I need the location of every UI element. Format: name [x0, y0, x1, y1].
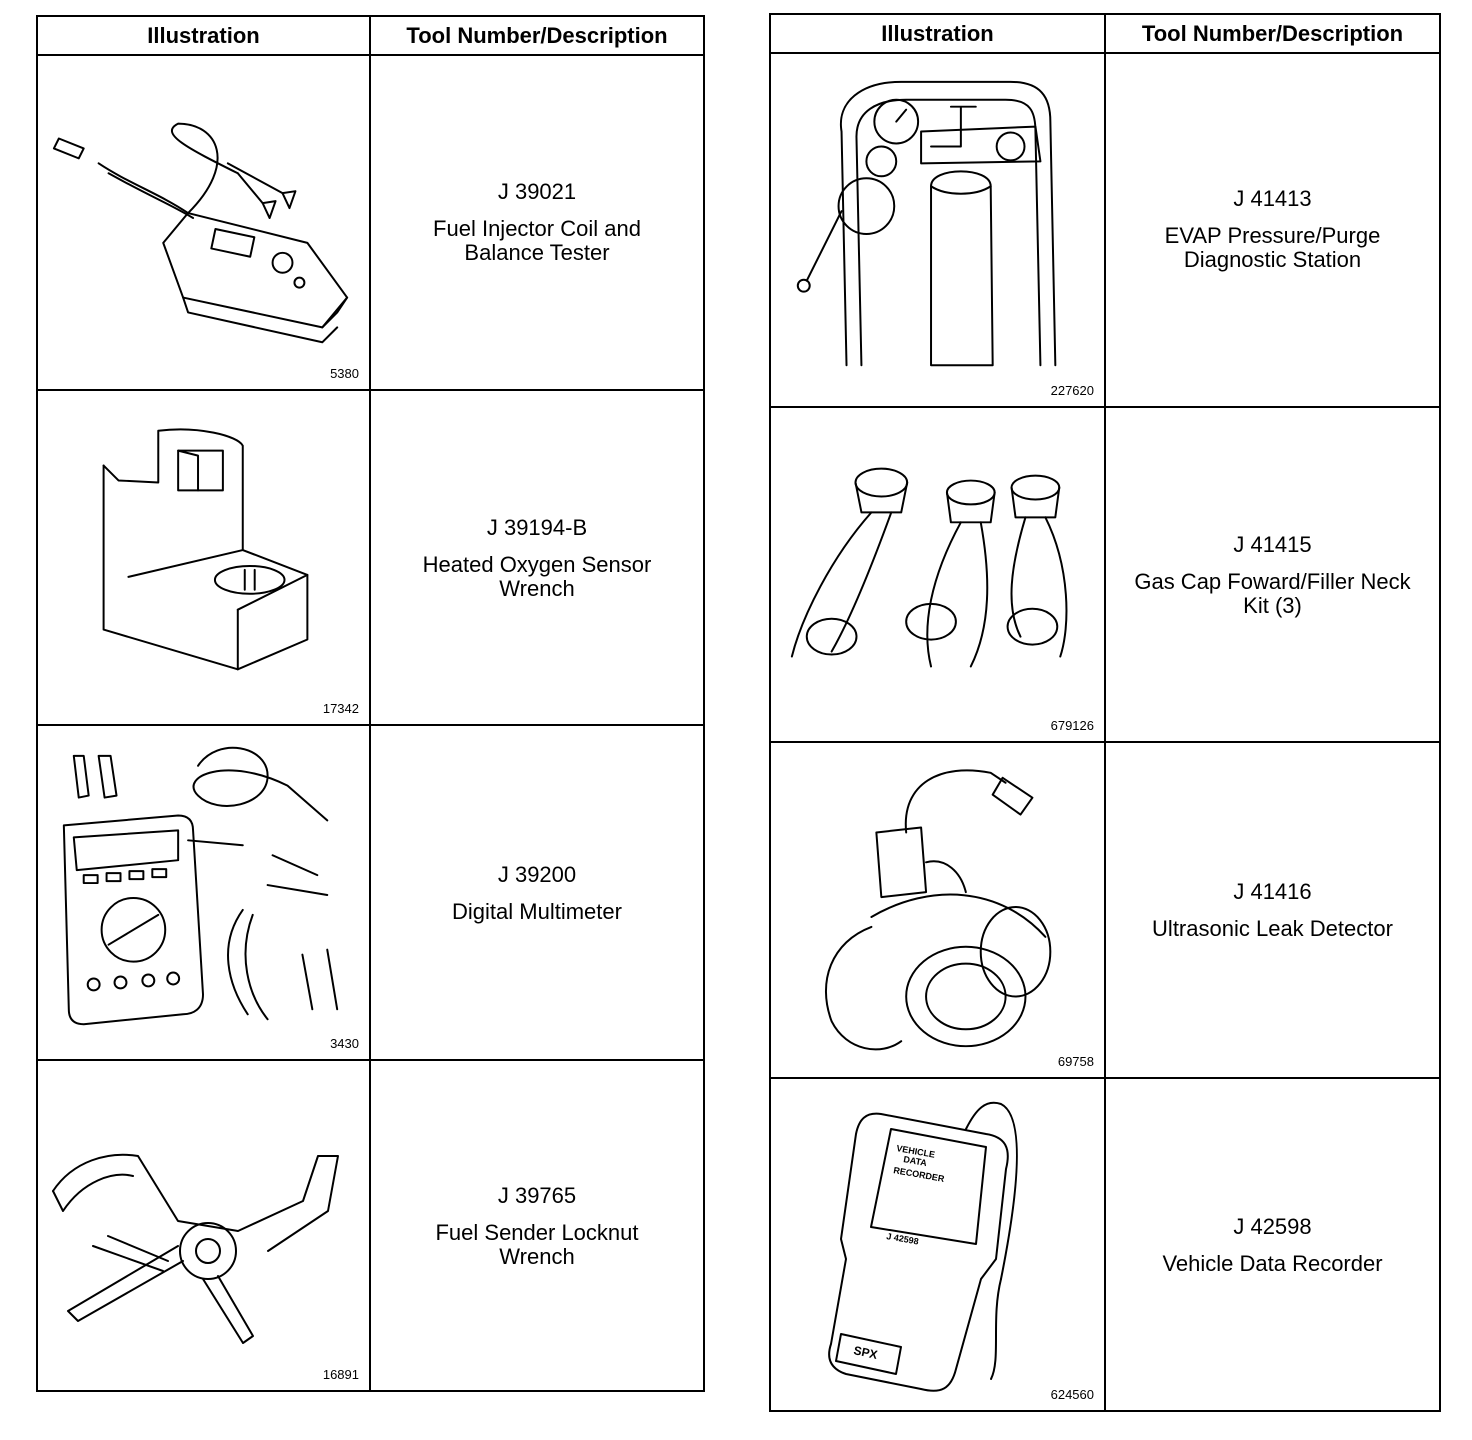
illustration-cell: VEHICLE DATA RECORDER J 42598 SPX 624560: [771, 1079, 1104, 1410]
description-cell: J 39765 Fuel Sender Locknut Wrench: [371, 1061, 703, 1390]
figure-number: 3430: [330, 1036, 359, 1051]
figure-number: 17342: [322, 701, 359, 716]
illustration-cell: 227620: [771, 52, 1104, 406]
header-illustration: Illustration: [881, 21, 994, 46]
locknut-wrench-illustration: [52, 1153, 339, 1344]
illustration-cell: 16891: [38, 1061, 369, 1390]
table-row: VEHICLE DATA RECORDER J 42598 SPX 624560…: [771, 1079, 1439, 1410]
tool-number: J 42598: [1233, 1213, 1312, 1239]
oxygen-sensor-wrench-illustration: [102, 428, 309, 671]
injector-tester-illustration: [52, 122, 349, 344]
table-row: 3430 J 39200 Digital Multimeter: [38, 726, 703, 1061]
tool-number: J 39200: [497, 861, 577, 887]
description-cell: J 39021 Fuel Injector Coil and Balance T…: [371, 54, 703, 389]
description-cell: J 41415 Gas Cap Foward/Filler Neck Kit (…: [1106, 408, 1439, 741]
table-row: 679126 J 41415 Gas Cap Foward/Filler Nec…: [771, 408, 1439, 743]
table-row: 16891 J 39765 Fuel Sender Locknut Wrench: [38, 1061, 703, 1390]
table-row: 5380 J 39021 Fuel Injector Coil and Bala…: [38, 54, 703, 391]
illustration-cell: 69758: [771, 743, 1104, 1077]
figure-number: 5380: [330, 366, 359, 381]
illustration-cell: 17342: [38, 391, 369, 724]
gas-cap-kit-illustration: [790, 467, 1068, 668]
description-cell: J 39200 Digital Multimeter: [371, 726, 703, 1059]
tool-name: Fuel Injector Coil and Balance Tester: [433, 215, 641, 265]
tool-number: J 41413: [1233, 186, 1312, 211]
table-row: 227620 J 41413 EVAP Pressure/Purge Diagn…: [771, 52, 1439, 408]
table-row: 69758 J 41416 Ultrasonic Leak Detector: [771, 743, 1439, 1079]
recorder-label-line2: DATA: [903, 1154, 929, 1168]
tool-number: J 39194-B: [486, 514, 588, 540]
recorder-label-line3: RECORDER: [893, 1165, 946, 1184]
column-divider: [1104, 15, 1106, 1410]
tool-name: EVAP Pressure/Purge Diagnostic Station: [1164, 223, 1381, 272]
illustration-cell: 3430: [38, 726, 369, 1059]
table-row: 17342 J 39194-B Heated Oxygen Sensor Wre…: [38, 391, 703, 726]
tool-name: Gas Cap Foward/Filler Neck Kit (3): [1134, 568, 1411, 618]
figure-number: 679126: [1050, 718, 1094, 733]
description-cell: J 41413 EVAP Pressure/Purge Diagnostic S…: [1106, 52, 1439, 406]
tool-name: Fuel Sender Locknut Wrench: [435, 1219, 639, 1269]
tool-number: J 41416: [1233, 879, 1312, 904]
illustration-cell: 5380: [38, 54, 369, 389]
tool-name: Heated Oxygen Sensor Wrench: [422, 551, 652, 601]
tool-name: Digital Multimeter: [452, 898, 622, 924]
tool-name: Ultrasonic Leak Detector: [1152, 916, 1393, 941]
figure-number: 624560: [1050, 1387, 1094, 1402]
evap-station-illustration: [796, 80, 1057, 367]
data-recorder-illustration: VEHICLE DATA RECORDER J 42598 SPX: [828, 1101, 1018, 1392]
description-cell: J 42598 Vehicle Data Recorder: [1106, 1079, 1439, 1410]
recorder-brand-logo: SPX: [852, 1343, 878, 1362]
figure-number: 69758: [1057, 1054, 1094, 1069]
leak-detector-illustration: [824, 769, 1052, 1051]
description-cell: J 41416 Ultrasonic Leak Detector: [1106, 743, 1439, 1077]
tool-table-left: Illustration Tool Number/Description 538…: [36, 15, 705, 1392]
tool-table-right: Illustration Tool Number/Description 227…: [769, 13, 1441, 1412]
tool-number: J 39765: [497, 1182, 577, 1208]
description-cell: J 39194-B Heated Oxygen Sensor Wrench: [371, 391, 703, 724]
tool-number: J 41415: [1233, 531, 1312, 557]
multimeter-illustration: [62, 746, 339, 1026]
illustration-cell: 679126: [771, 408, 1104, 741]
header-tool: Tool Number/Description: [1141, 21, 1404, 46]
column-divider: [369, 17, 371, 1390]
tool-name: Vehicle Data Recorder: [1162, 1250, 1383, 1276]
figure-number: 16891: [322, 1367, 359, 1382]
header-illustration: Illustration: [147, 23, 260, 48]
header-tool: Tool Number/Description: [406, 23, 668, 48]
table-header: Illustration Tool Number/Description: [771, 15, 1439, 54]
tool-number: J 39021: [497, 178, 577, 204]
figure-number: 227620: [1050, 383, 1094, 398]
